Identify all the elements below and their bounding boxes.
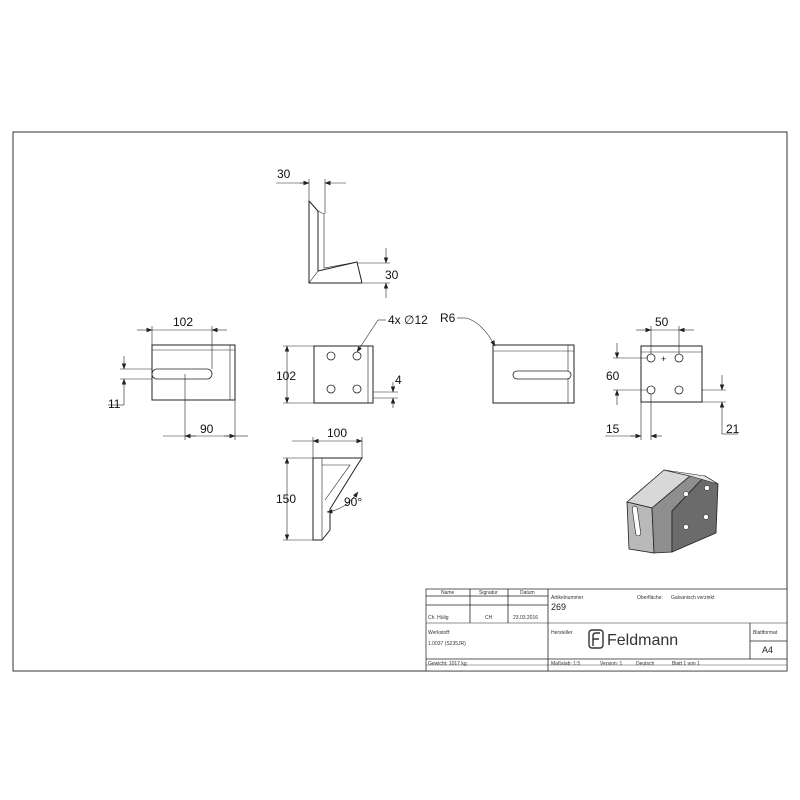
dim-thickness: 4 [395, 373, 402, 387]
tb-col-name: Name [441, 590, 455, 596]
tb-surface-value: Galvanisch verzinkt [671, 595, 715, 601]
dim-top-height: 30 [385, 268, 399, 282]
hole-top-left [326, 351, 336, 361]
tb-material-value: 1.0037 (S235JR) [428, 641, 466, 647]
slot-side-slot [512, 370, 572, 380]
tb-article-value: 269 [551, 602, 566, 612]
front-view: 102 11 90 [108, 315, 248, 440]
side-view-body [313, 345, 374, 404]
tb-manufacturer-label: Hersteller [551, 630, 573, 636]
angle-view: 100 150 90° [276, 426, 363, 541]
right-hole-bottom-right [674, 385, 684, 395]
tb-sheet-format-value: A4 [762, 645, 773, 655]
angle-view-profile [312, 457, 363, 541]
dim-front-base: 90 [200, 422, 214, 436]
dim-angle: 90° [344, 495, 362, 509]
hole-bottom-left [326, 384, 336, 394]
tb-sheet: Blatt 1 von 1 [672, 661, 700, 667]
tb-language: Deutsch [636, 661, 655, 667]
top-view: 30 30 [276, 167, 399, 298]
isometric-view [626, 469, 719, 554]
front-view-slot [151, 368, 213, 380]
dim-right-spacing: 50 [655, 315, 669, 329]
tb-article-label: Artikelnummer [551, 595, 584, 601]
side-view-holes: 102 4x ∅12 4 [276, 313, 428, 408]
top-view-profile [308, 199, 363, 284]
center-mark: + [661, 354, 666, 364]
dim-right-height: 60 [606, 369, 620, 383]
tb-date-value: 23.03.2016 [513, 615, 538, 621]
tb-material-label: Werkstoff: [428, 630, 450, 636]
dim-front-slot-offset: 11 [108, 397, 121, 411]
tb-col-signature: Signatur [479, 590, 498, 596]
right-hole-bottom-left [646, 385, 656, 395]
hole-top-right [352, 351, 362, 361]
dim-right-bottom: 21 [726, 422, 740, 436]
tb-name-value: Ch. Hülig [428, 615, 449, 621]
dim-top-width: 30 [277, 167, 291, 181]
hole-bottom-right [352, 384, 362, 394]
right-view-holes: + 50 60 15 21 [605, 315, 740, 440]
tb-version: Version: 1 [600, 661, 622, 667]
dim-holes: 4x ∅12 [388, 313, 428, 327]
dim-bottom-width: 100 [327, 426, 347, 440]
dim-right-offset: 15 [606, 422, 620, 436]
tb-sheet-format-label: Blattformat [753, 630, 778, 636]
tb-surface-label: Oberfläche: [637, 595, 663, 601]
tb-signature-value: CH [485, 615, 493, 621]
tb-weight: Gewicht: 1017 kg [428, 661, 467, 667]
feldmann-logo: Feldmann [588, 629, 678, 649]
tb-col-date: Datum [520, 590, 535, 596]
dim-radius: R6 [440, 311, 456, 325]
drawing-frame [12, 131, 788, 672]
title-block: Name Signatur Datum Ch. Hülig CH 23.03.2… [425, 588, 788, 672]
dim-side-height: 102 [276, 369, 296, 383]
dim-bottom-height: 150 [276, 492, 296, 506]
brand-name: Feldmann [607, 632, 678, 649]
right-hole-top-right [674, 353, 684, 363]
dim-front-width: 102 [173, 315, 193, 329]
slot-side-view: R6 [440, 311, 575, 404]
tb-scale: Maßstab: 1:5 [551, 661, 580, 667]
right-hole-top-left [646, 353, 656, 363]
